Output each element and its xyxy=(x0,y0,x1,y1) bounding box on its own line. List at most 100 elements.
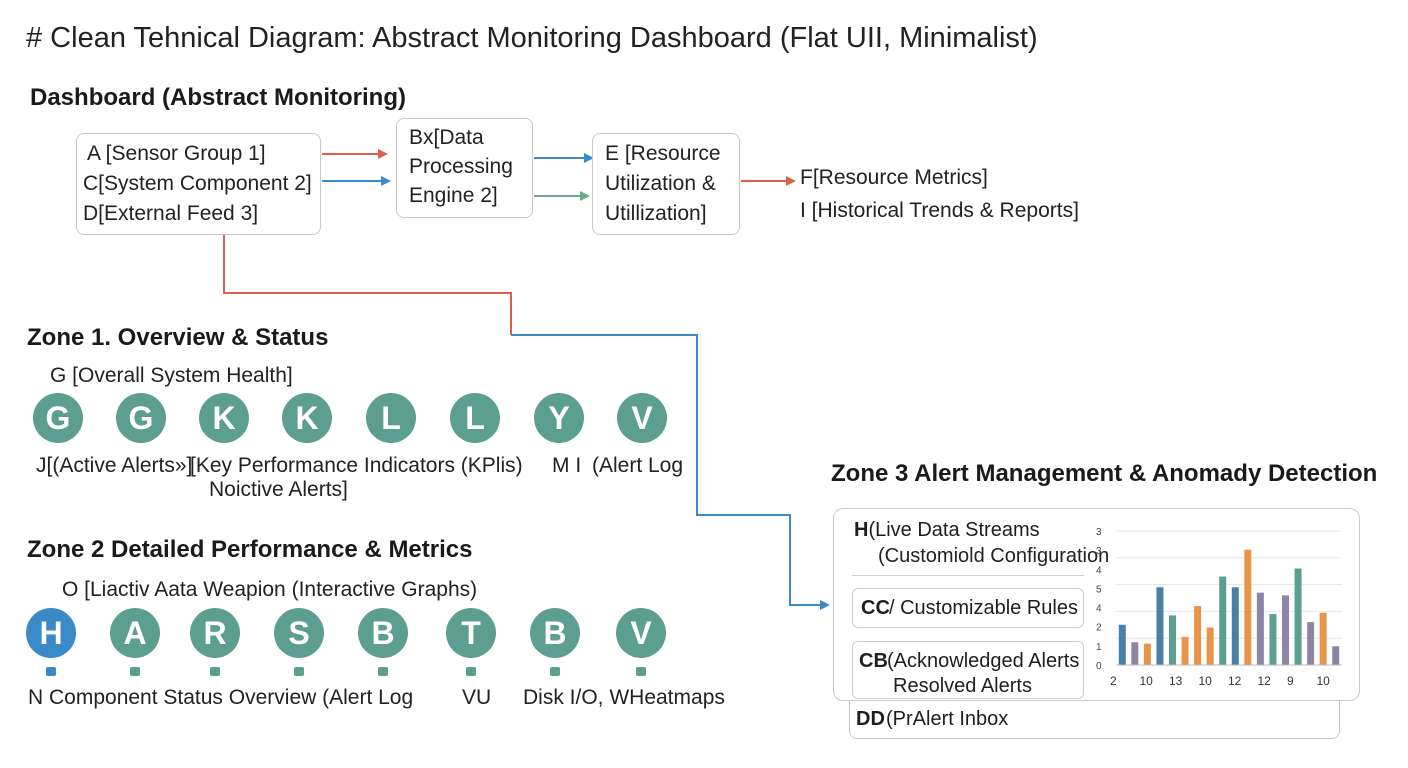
zone2-circle-1-stem xyxy=(46,667,56,676)
zone1-subtitle: G [Overall System Health] xyxy=(50,364,293,387)
zone1-circle-5[interactable]: L xyxy=(366,393,416,443)
dashboard-heading: Dashboard (Abstract Monitoring) xyxy=(30,84,406,111)
zone3-item-rules-line1: / Customizable Rules xyxy=(889,597,1078,619)
chart-bar xyxy=(1307,622,1315,665)
chart-bar xyxy=(1118,624,1126,665)
zone1-circle-1[interactable]: G xyxy=(33,393,83,443)
zone2-circle-6[interactable]: T xyxy=(446,608,496,658)
input-external-feed: D[External Feed 3] xyxy=(83,202,259,225)
zone3-divider xyxy=(852,575,1084,576)
zone2-circle-2-stem xyxy=(130,667,140,676)
chart-y-tick-label: 3 xyxy=(1096,546,1102,557)
zone3-item-ack-key: CB xyxy=(859,650,888,672)
zone2-circle-3[interactable]: R xyxy=(190,608,240,658)
zone2-circle-8-stem xyxy=(636,667,646,676)
connector-red-path xyxy=(223,235,512,335)
chart-bar xyxy=(1256,592,1264,665)
chart-bar xyxy=(1294,568,1302,665)
chart-x-tick-label: 10 xyxy=(1317,674,1331,688)
zone1-circle-7[interactable]: Y xyxy=(534,393,584,443)
chart-bar xyxy=(1206,627,1214,665)
chart-x-tick-label: 9 xyxy=(1287,674,1294,688)
zone3-alert-inbox[interactable]: DD (PrAlert Inbox xyxy=(849,701,1340,739)
chart-bar xyxy=(1332,646,1340,665)
page-title: # Clean Tehnical Diagram: Abstract Monit… xyxy=(26,22,1038,54)
zone1-heading: Zone 1. Overview & Status xyxy=(27,324,329,351)
output-resource-metrics: F[Resource Metrics] xyxy=(800,166,988,189)
chart-y-tick-label: 1 xyxy=(1096,642,1102,653)
zone2-circle-4-stem xyxy=(294,667,304,676)
chart-y-tick-label: 5 xyxy=(1096,584,1102,595)
chart-bar xyxy=(1231,587,1239,665)
zone3-inbox-key: DD xyxy=(856,708,885,730)
zone2-label-vu: VU xyxy=(462,686,492,709)
zone3-heading: Zone 3 Alert Management & Anomady Detect… xyxy=(831,460,1378,487)
zone2-label-disk-io: Disk I/O, WHeatmaps xyxy=(523,686,725,709)
resource-line-3: Utillization] xyxy=(605,202,707,225)
zone3-item-rules-key: CC xyxy=(861,597,890,619)
chart-bar xyxy=(1319,612,1327,665)
zone1-circle-8[interactable]: V xyxy=(617,393,667,443)
zone3-inbox-label: (PrAlert Inbox xyxy=(886,708,1009,730)
chart-y-tick-label: 4 xyxy=(1096,565,1102,576)
chart-x-tick-label: 10 xyxy=(1199,674,1213,688)
zone1-label-active-alerts: J[(Active Alerts»] xyxy=(36,454,193,477)
output-historical-trends: I [Historical Trends & Reports] xyxy=(800,199,1079,222)
chart-x-tick-label: 12 xyxy=(1228,674,1242,688)
zone3-item-ack-line2: Resolved Alerts xyxy=(893,675,1032,697)
zone2-label-component-status: N Component Status Overview (Alert Log xyxy=(28,686,414,709)
chart-y-tick-label: 2 xyxy=(1096,623,1102,634)
processing-line-2: Processing xyxy=(409,155,513,178)
chart-y-tick-label: 4 xyxy=(1096,604,1102,615)
zone3-item-acknowledged[interactable]: CB (Acknowledged Alerts Resolved Alerts xyxy=(852,641,1084,699)
processing-engine-box[interactable]: Bx[Data Processing Engine 2] xyxy=(396,118,533,218)
chart-x-tick-label: 12 xyxy=(1258,674,1272,688)
chart-x-tick-label: 10 xyxy=(1140,674,1154,688)
chart-x-tick-label: 13 xyxy=(1169,674,1183,688)
zone1-label-alert-log: (Alert Log xyxy=(592,454,684,477)
zone1-label-m-i: M I xyxy=(552,454,582,477)
zone2-circle-1[interactable]: H xyxy=(26,608,76,658)
chart-bar xyxy=(1244,549,1252,665)
zone2-circle-3-stem xyxy=(210,667,220,676)
resource-line-2: Utilization & xyxy=(605,172,716,195)
zone1-label-noictive-alerts: Noictive Alerts] xyxy=(209,478,348,501)
resource-line-1: E [Resource xyxy=(605,142,721,165)
chart-bar xyxy=(1143,643,1151,665)
zone2-circle-7[interactable]: B xyxy=(530,608,580,658)
chart-bar xyxy=(1194,606,1202,665)
input-system-component: C[System Component 2] xyxy=(83,172,312,195)
zone3-item-live-data[interactable]: H(Live Data Streams xyxy=(854,519,1040,542)
chart-bar xyxy=(1282,595,1289,665)
chart-bar xyxy=(1131,642,1139,665)
zone3-item-live-data-line2: (Customiold Configuration xyxy=(878,545,1110,567)
zone2-circle-2[interactable]: A xyxy=(110,608,160,658)
input-sensor-group: A [Sensor Group 1] xyxy=(87,142,266,165)
chart-x-tick-label: 2 xyxy=(1110,674,1117,688)
chart-bar xyxy=(1269,614,1277,665)
zone2-circle-5[interactable]: B xyxy=(358,608,408,658)
inputs-box[interactable]: A [Sensor Group 1] C[System Component 2]… xyxy=(76,133,321,235)
zone3-item-customizable-rules[interactable]: CC / Customizable Rules xyxy=(852,588,1084,628)
zone1-circle-2[interactable]: G xyxy=(116,393,166,443)
processing-line-3: Engine 2] xyxy=(409,184,498,207)
zone1-label-kpis: [Key Performance Indicators (KPlis) xyxy=(190,454,523,477)
zone1-circle-3[interactable]: K xyxy=(199,393,249,443)
zone2-circle-8[interactable]: V xyxy=(616,608,666,658)
zone3-item-live-data-key: H xyxy=(854,519,869,541)
zone2-heading: Zone 2 Detailed Performance & Metrics xyxy=(27,536,473,563)
zone1-circle-4[interactable]: K xyxy=(282,393,332,443)
processing-line-1: Bx[Data xyxy=(409,126,484,149)
chart-bar xyxy=(1181,636,1189,665)
zone2-subtitle: O [Liactiv Aata Weapion (Interactive Gra… xyxy=(62,578,478,601)
chart-bar xyxy=(1169,615,1176,665)
zone3-item-live-data-line1: (Live Data Streams xyxy=(868,519,1040,541)
zone3-item-ack-line1: (Acknowledged Alerts xyxy=(887,650,1080,672)
resource-utilization-box[interactable]: E [Resource Utilization & Utillization] xyxy=(592,133,740,235)
zone2-circle-4[interactable]: S xyxy=(274,608,324,658)
zone3-panel: H(Live Data Streams (Customiold Configur… xyxy=(833,508,1360,701)
chart-y-tick-label: 3 xyxy=(1096,527,1102,538)
zone1-circle-6[interactable]: L xyxy=(450,393,500,443)
chart-bar xyxy=(1156,587,1164,665)
